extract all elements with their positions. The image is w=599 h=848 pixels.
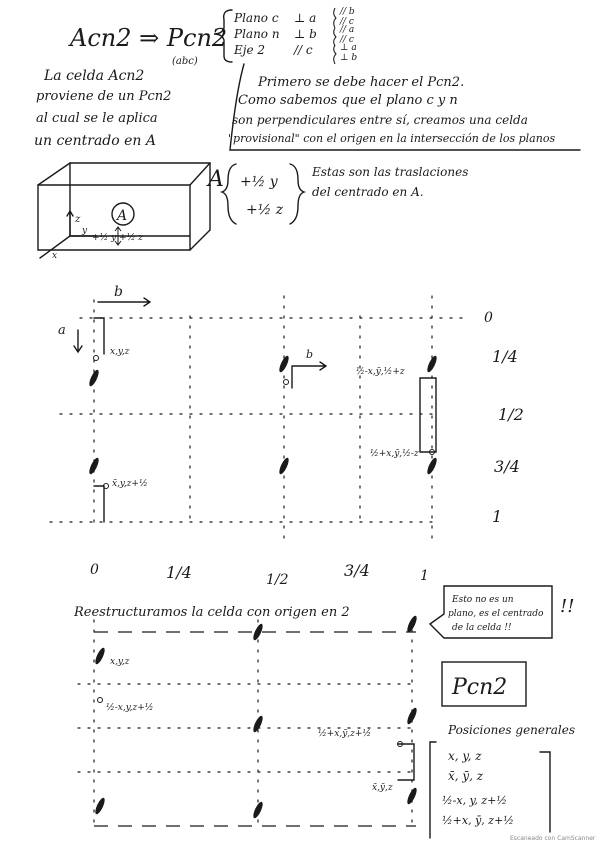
fraction-label: 1 bbox=[492, 507, 502, 526]
position-label: x,y,z bbox=[110, 347, 130, 357]
element-res: // b bbox=[339, 7, 355, 17]
explanation-line-2: Como sabemos que el plano c y n bbox=[238, 93, 458, 108]
centering-note-1: Estas son las traslaciones bbox=[311, 165, 468, 179]
axis-x-label: x bbox=[52, 251, 57, 261]
position-label: x,y,z bbox=[110, 657, 130, 667]
explanation-line-4: "provisional" con el origen en la inters… bbox=[228, 132, 555, 145]
element-res: ⊥ a bbox=[340, 43, 357, 53]
element-name: Plano n bbox=[233, 27, 280, 41]
note-line-3: al cual se le aplica bbox=[36, 111, 158, 126]
symmetry-diagram-2: x,y,z ½-x,y,z+½ ½+x,ȳ,z+½ x̄,ȳ,z bbox=[77, 615, 417, 831]
positions-bracket bbox=[429, 741, 437, 839]
symmetry-elements: Plano c ⊥ a // b // c Plano n ⊥ b // a /… bbox=[233, 7, 357, 65]
centering-brace-right bbox=[289, 163, 307, 225]
space-group-symbol: Pcn2 bbox=[451, 675, 507, 700]
a-axis-label: a bbox=[58, 323, 66, 338]
note-line-4: un centrado en A bbox=[34, 133, 156, 149]
position-label: x̄,ȳ,z bbox=[372, 783, 393, 793]
general-position: ½-x, y, z+½ bbox=[442, 794, 507, 807]
elements-brace bbox=[213, 9, 233, 63]
element-name: Eje 2 bbox=[233, 43, 265, 57]
centering-brace-left bbox=[219, 163, 237, 225]
centering-note-2: del centrado en A. bbox=[312, 185, 424, 199]
restructure-text: Reestructuramos la celda con origen en 2 bbox=[73, 605, 350, 620]
element-rel: // c bbox=[293, 43, 313, 57]
general-position: x, y, z bbox=[448, 749, 482, 763]
note-line-1: La celda Acn2 bbox=[43, 68, 144, 84]
explanation-line-1: Primero se debe hacer el Pcn2. bbox=[257, 75, 464, 90]
axis-y-label: y bbox=[81, 226, 88, 236]
element-res: // c bbox=[339, 35, 354, 45]
translation-z: +½ z bbox=[246, 202, 284, 218]
bubble-line-2: plano, es el centrado bbox=[448, 609, 544, 619]
centering-circle-a bbox=[111, 202, 135, 226]
circle-label: A bbox=[115, 208, 127, 224]
position-label: ½+x,ȳ,z+½ bbox=[318, 728, 371, 739]
positions-bracket-right bbox=[539, 751, 551, 833]
explanation-rule bbox=[229, 63, 581, 151]
position-label: ½-x,y,z+½ bbox=[106, 702, 153, 713]
speech-bubble bbox=[428, 585, 553, 639]
centering-label: A bbox=[206, 167, 224, 192]
element-res: // a bbox=[339, 25, 354, 35]
note-line-2: proviene de un Pcn2 bbox=[36, 89, 171, 104]
translation-y: +½ y bbox=[240, 174, 279, 190]
fraction-label: 0 bbox=[484, 310, 493, 326]
abc-note: (abc) bbox=[172, 56, 198, 67]
bubble-line-1: Esto no es un bbox=[451, 595, 514, 605]
transform-title: Acn2 ⇒ Pcn2 bbox=[68, 24, 227, 52]
general-position: x̄, ȳ, z bbox=[448, 769, 484, 783]
b-vector-label: b bbox=[306, 348, 313, 361]
element-name: Plano c bbox=[233, 11, 279, 25]
bubble-line-3: de la celda !! bbox=[452, 623, 512, 633]
element-rel: ⊥ a bbox=[294, 11, 316, 25]
fraction-label: 3/4 bbox=[344, 561, 370, 580]
position-label: x̄,y,z+½ bbox=[112, 478, 148, 489]
fraction-label: 1/4 bbox=[166, 563, 192, 582]
b-axis-label: b bbox=[114, 284, 123, 300]
explanation-line-3: son perpendiculares entre sí, creamos un… bbox=[232, 113, 528, 127]
element-res: ⊥ b bbox=[340, 53, 357, 63]
element-res: // c bbox=[339, 17, 354, 27]
position-label: ½+x,ȳ,½-z bbox=[370, 448, 419, 459]
space-group-box bbox=[441, 661, 527, 707]
general-position: ½+x, ȳ, z+½ bbox=[442, 814, 514, 827]
axis-z-label: z bbox=[74, 214, 81, 225]
exclamation: !! bbox=[560, 596, 574, 617]
symmetry-diagram-1: b a b x,y,z ½-x,ȳ,½+z ½+ bbox=[49, 284, 524, 588]
position-label: ½-x,ȳ,½+z bbox=[356, 366, 405, 377]
general-positions-title: Posiciones generales bbox=[447, 723, 575, 737]
element-rel: ⊥ b bbox=[294, 27, 317, 41]
fraction-label: 0 bbox=[90, 562, 99, 578]
scanner-watermark: Escaneado con CamScanner bbox=[510, 835, 596, 842]
fraction-label: 1/2 bbox=[266, 572, 289, 588]
fraction-label: 1/2 bbox=[498, 405, 524, 424]
fraction-label: 1 bbox=[420, 568, 429, 584]
fraction-label: 1/4 bbox=[492, 347, 518, 366]
cell-sketch: A z y x +½ y +½ z bbox=[37, 162, 211, 261]
fraction-label: 3/4 bbox=[494, 457, 520, 476]
